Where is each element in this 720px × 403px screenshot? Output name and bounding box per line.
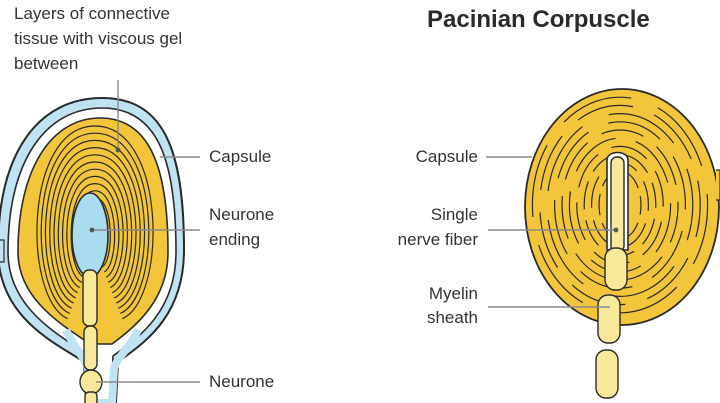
right-lamella-ring xyxy=(598,170,642,240)
label-layers-2: tissue with viscous gel xyxy=(14,29,183,48)
label-neurone: Neurone xyxy=(209,372,275,391)
left-stalk-band xyxy=(62,328,142,403)
left-lamella-ring xyxy=(62,168,128,289)
label-layers-3: between xyxy=(14,54,79,73)
right-lamella-ring xyxy=(546,112,694,298)
left-lamella-ring xyxy=(57,161,133,294)
right-myelin-segment xyxy=(604,247,628,291)
label-nerve-fiber-1: Single xyxy=(430,205,478,224)
left-lamella-ring xyxy=(70,182,120,278)
left-lamella-ring xyxy=(66,175,124,283)
left-lamella-ring xyxy=(40,132,150,315)
leader-dot xyxy=(89,227,95,233)
left-neurone-ending xyxy=(71,192,109,278)
left-corpuscle xyxy=(0,96,186,403)
left-lamella-ring xyxy=(44,139,146,309)
label-myelin-1: Myelin xyxy=(428,284,478,303)
label-capsule-left: Capsule xyxy=(209,147,272,166)
left-lamella-ring xyxy=(53,154,137,299)
right-leader-lines xyxy=(486,156,616,308)
left-lamella-ring xyxy=(49,146,141,304)
left-lamella-ring xyxy=(36,125,154,320)
right-myelin-segment xyxy=(597,294,621,344)
right-edge-stub xyxy=(716,169,720,201)
right-corpuscle xyxy=(524,88,720,399)
label-nerve-fiber-2: nerve fiber xyxy=(397,230,478,249)
right-myelin-segment xyxy=(595,349,619,399)
left-leader-lines xyxy=(92,80,200,383)
left-axon-segment xyxy=(84,391,98,403)
leader-dot xyxy=(115,147,121,153)
label-neurone-ending-2: ending xyxy=(209,230,261,249)
left-edge-stub xyxy=(0,239,5,263)
label-layers-1: Layers of connective xyxy=(14,4,170,23)
label-capsule-right: Capsule xyxy=(415,147,478,166)
label-neurone-ending-1: Neurone xyxy=(209,205,275,224)
left-axon-segment xyxy=(83,325,98,371)
page-title: Pacinian Corpuscle xyxy=(427,6,650,33)
label-myelin-2: sheath xyxy=(426,308,478,327)
right-nerve-fiber xyxy=(610,156,625,253)
left-axon-segment xyxy=(82,269,98,327)
leader-dot xyxy=(613,227,619,233)
right-lamella-ring xyxy=(561,129,679,281)
